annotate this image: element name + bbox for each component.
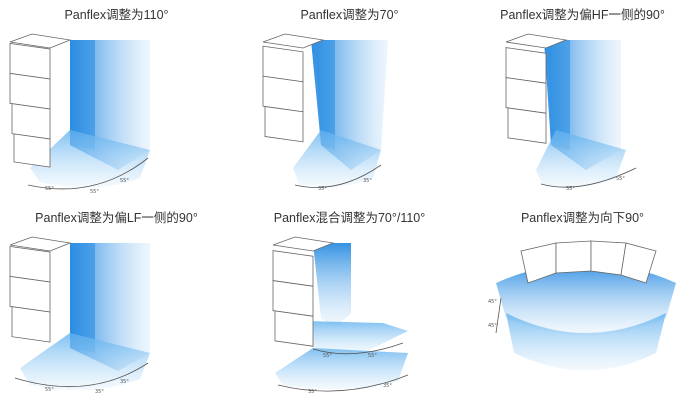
panel-title: Panflex调整为向下90°: [520, 211, 645, 225]
panel-title: Panflex混合调整为70°/110°: [273, 211, 426, 225]
panel-lf-90: Panflex调整为偏LF一侧的90° 55° 35° 35°: [0, 203, 233, 406]
coverage-arc: [277, 374, 409, 392]
speaker-cabinets: [9, 33, 72, 168]
dispersion-beam: [313, 243, 351, 328]
floor-coverage: [275, 348, 408, 390]
panel-70: Panflex调整为70° 35° 35°: [233, 0, 466, 203]
arc-label: 35°: [308, 389, 317, 395]
speaker-diagram: 55° 55° 55°: [9, 33, 150, 195]
speaker-diagram: 45° 45°: [488, 240, 676, 371]
arc-label: 55°: [368, 353, 377, 359]
upper-coverage: [305, 321, 408, 353]
arc-label: 55°: [616, 176, 625, 182]
dispersion-core: [548, 40, 570, 150]
coverage-arc: [294, 164, 382, 188]
arc-label: 35°: [383, 383, 392, 389]
panel-hf-90: Panflex调整为偏HF一侧的90° 35° 55°: [466, 0, 699, 203]
speaker-diagram: 55° 55° 35° 35°: [272, 236, 409, 395]
arc-label: 55°: [90, 189, 99, 195]
floor-coverage: [30, 130, 150, 188]
coverage-arc: [14, 362, 149, 387]
speaker-diagram: 35° 55°: [505, 33, 637, 192]
dispersion-core: [70, 40, 95, 150]
floor-coverage: [20, 333, 150, 391]
speaker-cabinets: [9, 236, 72, 343]
arc-label: 45°: [488, 323, 497, 329]
arc-label: 35°: [363, 178, 372, 184]
speaker-cabinets: [520, 240, 657, 284]
arc-label: 45°: [488, 299, 497, 305]
speaker-cabinets: [505, 33, 568, 144]
arc-label: 55°: [323, 353, 332, 359]
floor-coverage: [506, 313, 666, 371]
arc-label: 55°: [45, 186, 54, 192]
arc-label: 55°: [120, 178, 129, 184]
upper-arc: [312, 342, 404, 355]
dispersion-beam: [496, 263, 676, 336]
arc-label: 55°: [45, 387, 54, 393]
panel-title: Panflex调整为110°: [64, 8, 169, 22]
panel-title: Panflex调整为偏LF一侧的90°: [35, 211, 198, 225]
arc-label: 35°: [566, 186, 575, 192]
coverage-arc: [540, 167, 637, 188]
coverage-arc: [27, 157, 149, 190]
arc-label: 35°: [95, 389, 104, 395]
speaker-diagram: 35° 35°: [262, 33, 388, 192]
dispersion-core: [315, 40, 335, 150]
floor-coverage: [536, 130, 626, 187]
panel-110: Panflex调整为110° 55° 55° 55°: [0, 0, 233, 203]
speaker-cabinets: [272, 236, 335, 347]
coverage-arc: [495, 297, 502, 334]
arc-label: 35°: [318, 186, 327, 192]
floor-coverage: [293, 130, 381, 187]
speaker-diagram: 55° 35° 35°: [9, 236, 150, 395]
panel-mixed: Panflex混合调整为70°/110° 55° 55° 35° 35°: [233, 203, 466, 406]
arc-label: 35°: [120, 379, 129, 385]
speaker-cabinets: [262, 33, 325, 143]
dispersion-core: [70, 243, 95, 353]
panel-title: Panflex调整为偏HF一侧的90°: [500, 8, 665, 22]
panel-down-90: Panflex调整为向下90° 45° 45°: [466, 203, 699, 406]
panel-title: Panflex调整为70°: [300, 8, 399, 22]
